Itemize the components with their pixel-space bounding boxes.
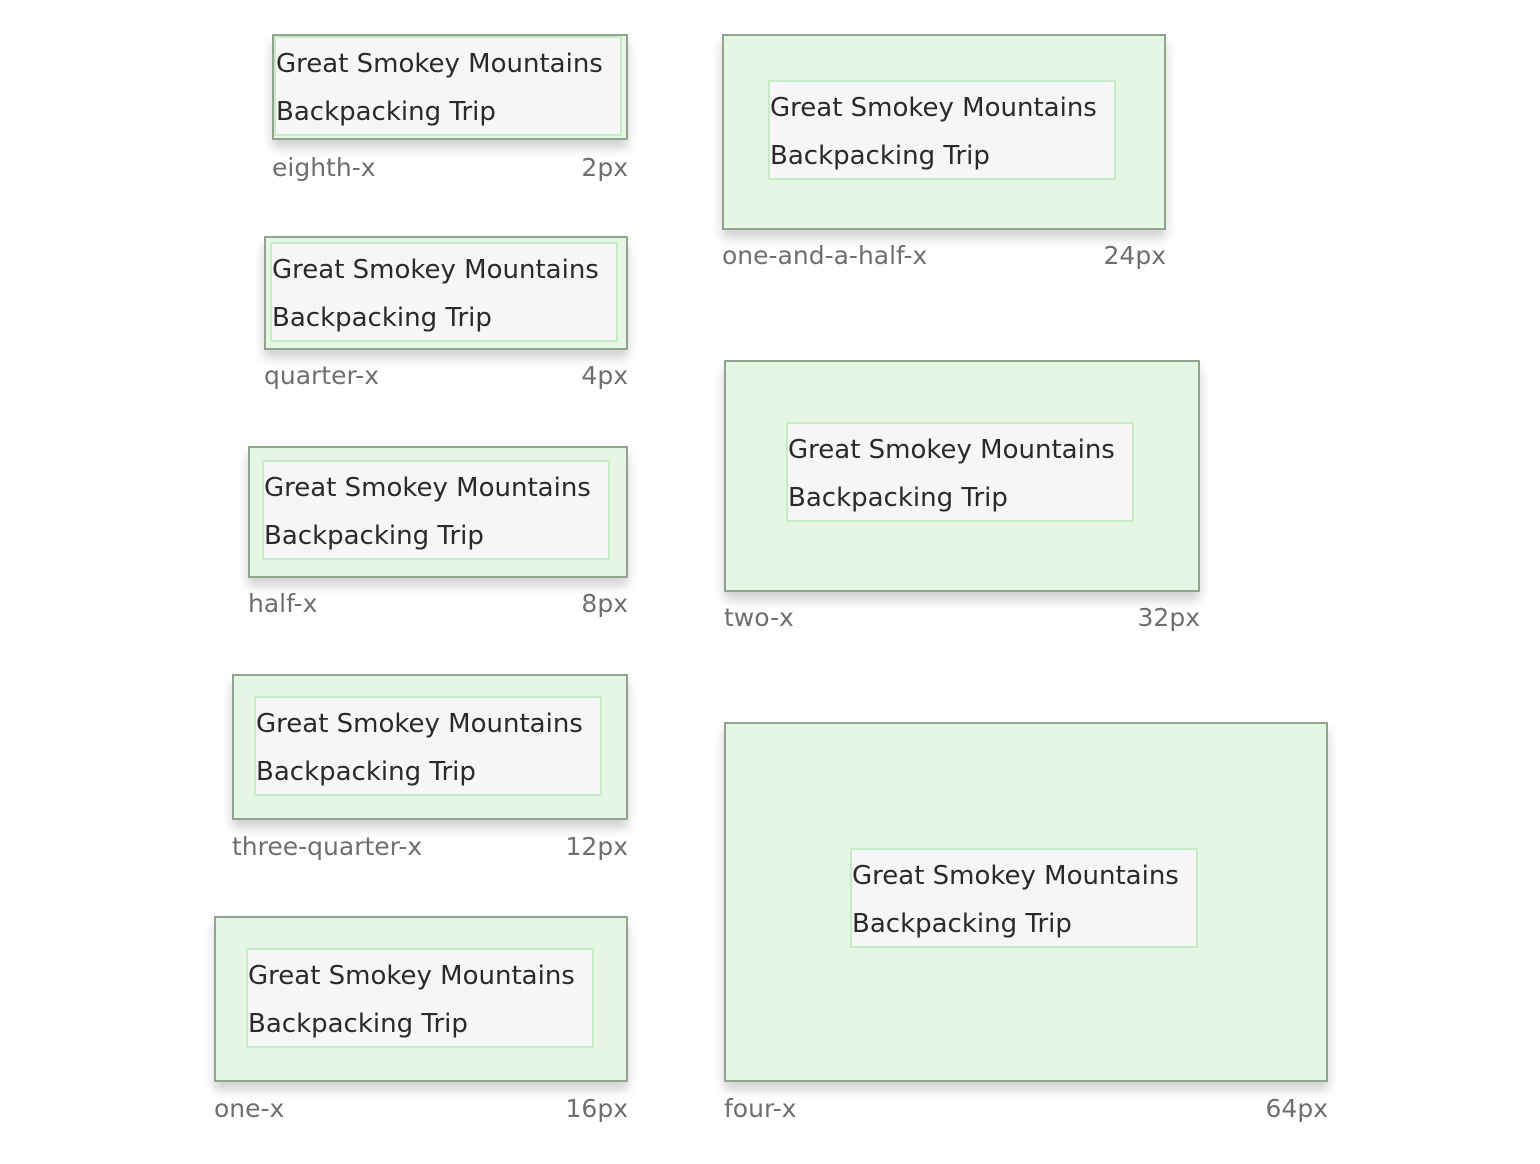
specimen-name-label: quarter-x xyxy=(264,361,379,390)
specimen-size-label: 4px xyxy=(581,361,628,390)
specimen-name-label: two-x xyxy=(724,603,794,632)
specimen-size-label: 16px xyxy=(565,1094,628,1123)
specimen-size-label: 32px xyxy=(1137,603,1200,632)
specimen-name-label: eighth-x xyxy=(272,153,376,182)
specimen-size-label: 12px xyxy=(565,832,628,861)
specimen-size-label: 24px xyxy=(1103,241,1166,270)
specimen-name-label: one-x xyxy=(214,1094,285,1123)
specimen-name-label: four-x xyxy=(724,1094,797,1123)
specimen-name-label: one-and-a-half-x xyxy=(722,241,928,270)
specimen-size-label: 64px xyxy=(1265,1094,1328,1123)
specimen-name-label: half-x xyxy=(248,589,318,618)
specimen-size-label: 8px xyxy=(581,589,628,618)
specimen-size-label: 2px xyxy=(581,153,628,182)
specimen-name-label: three-quarter-x xyxy=(232,832,423,861)
